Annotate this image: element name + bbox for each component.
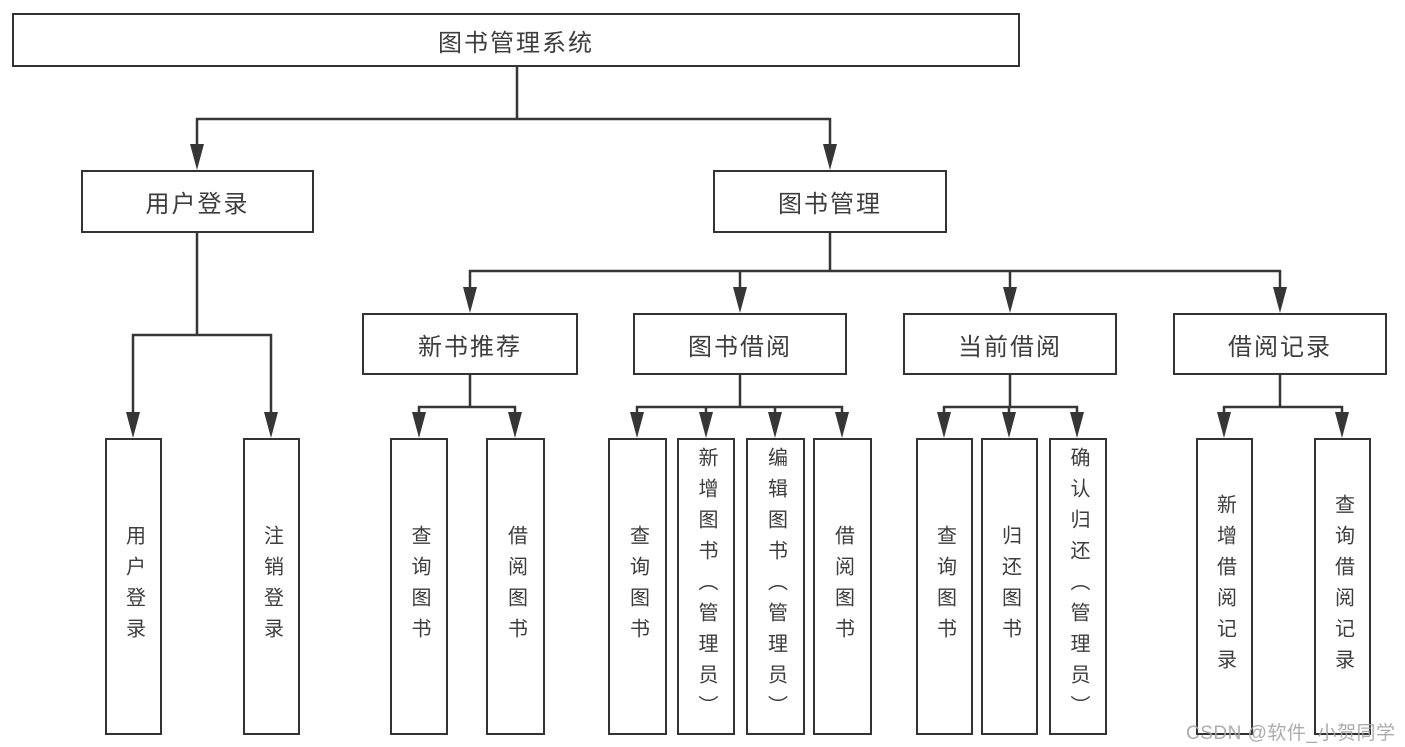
leaf-confirm-return-admin: 确认归还（管理员） [1049, 438, 1107, 735]
leaf-label: 编辑图书（管理员） [764, 447, 787, 726]
leaf-label: 确认归还（管理员） [1067, 447, 1089, 726]
leaf-query-books-current: 查询图书 [916, 438, 973, 735]
leaf-label: 新增图书（管理员） [695, 447, 717, 726]
node-label: 借阅记录 [1228, 333, 1332, 361]
leaf-query-books-borrowing: 查询图书 [608, 438, 667, 735]
node-label: 当前借阅 [958, 333, 1062, 361]
leaf-logout: 注销登录 [243, 438, 300, 735]
node-book-borrowing: 图书借阅 [633, 313, 847, 375]
leaf-label: 新增借阅记录 [1213, 493, 1236, 680]
node-label: 图书管理系统 [438, 29, 594, 57]
arrowheads [126, 144, 1349, 438]
node-label: 新书推荐 [418, 333, 522, 361]
leaf-borrow-books-recommend: 借阅图书 [486, 438, 545, 735]
leaf-borrow-books-borrowing: 借阅图书 [813, 438, 872, 735]
node-new-book-recommendation: 新书推荐 [362, 313, 578, 375]
leaf-label: 用户登录 [122, 524, 145, 649]
leaf-label: 归还图书 [998, 524, 1021, 649]
leaf-edit-books-admin: 编辑图书（管理员） [746, 438, 805, 735]
leaf-label: 查询图书 [408, 524, 430, 649]
leaf-label: 注销登录 [260, 524, 283, 649]
node-label: 用户登录 [145, 191, 250, 218]
leaf-label: 查询图书 [626, 524, 649, 649]
leaf-label: 借阅图书 [504, 524, 527, 649]
leaf-label: 借阅图书 [831, 524, 854, 649]
leaf-return-books: 归还图书 [981, 438, 1038, 735]
leaf-add-borrow-record: 新增借阅记录 [1196, 438, 1253, 735]
leaf-query-borrow-record: 查询借阅记录 [1314, 438, 1371, 735]
node-root-library-management-system: 图书管理系统 [12, 13, 1020, 67]
leaf-label: 查询借阅记录 [1331, 493, 1354, 680]
node-user-login: 用户登录 [81, 170, 314, 233]
node-book-management: 图书管理 [713, 170, 947, 233]
leaf-add-books-admin: 新增图书（管理员） [677, 438, 735, 735]
leaf-query-books-recommend: 查询图书 [390, 438, 448, 735]
node-label: 图书管理 [778, 191, 882, 218]
leaf-label: 查询图书 [933, 524, 956, 649]
node-borrowing-records: 借阅记录 [1173, 313, 1387, 375]
leaf-user-login: 用户登录 [105, 438, 162, 735]
node-label: 图书借阅 [688, 333, 792, 361]
csdn-watermark: CSDN @软件_小贺同学 [1186, 723, 1396, 744]
node-current-borrowing: 当前借阅 [903, 313, 1117, 375]
